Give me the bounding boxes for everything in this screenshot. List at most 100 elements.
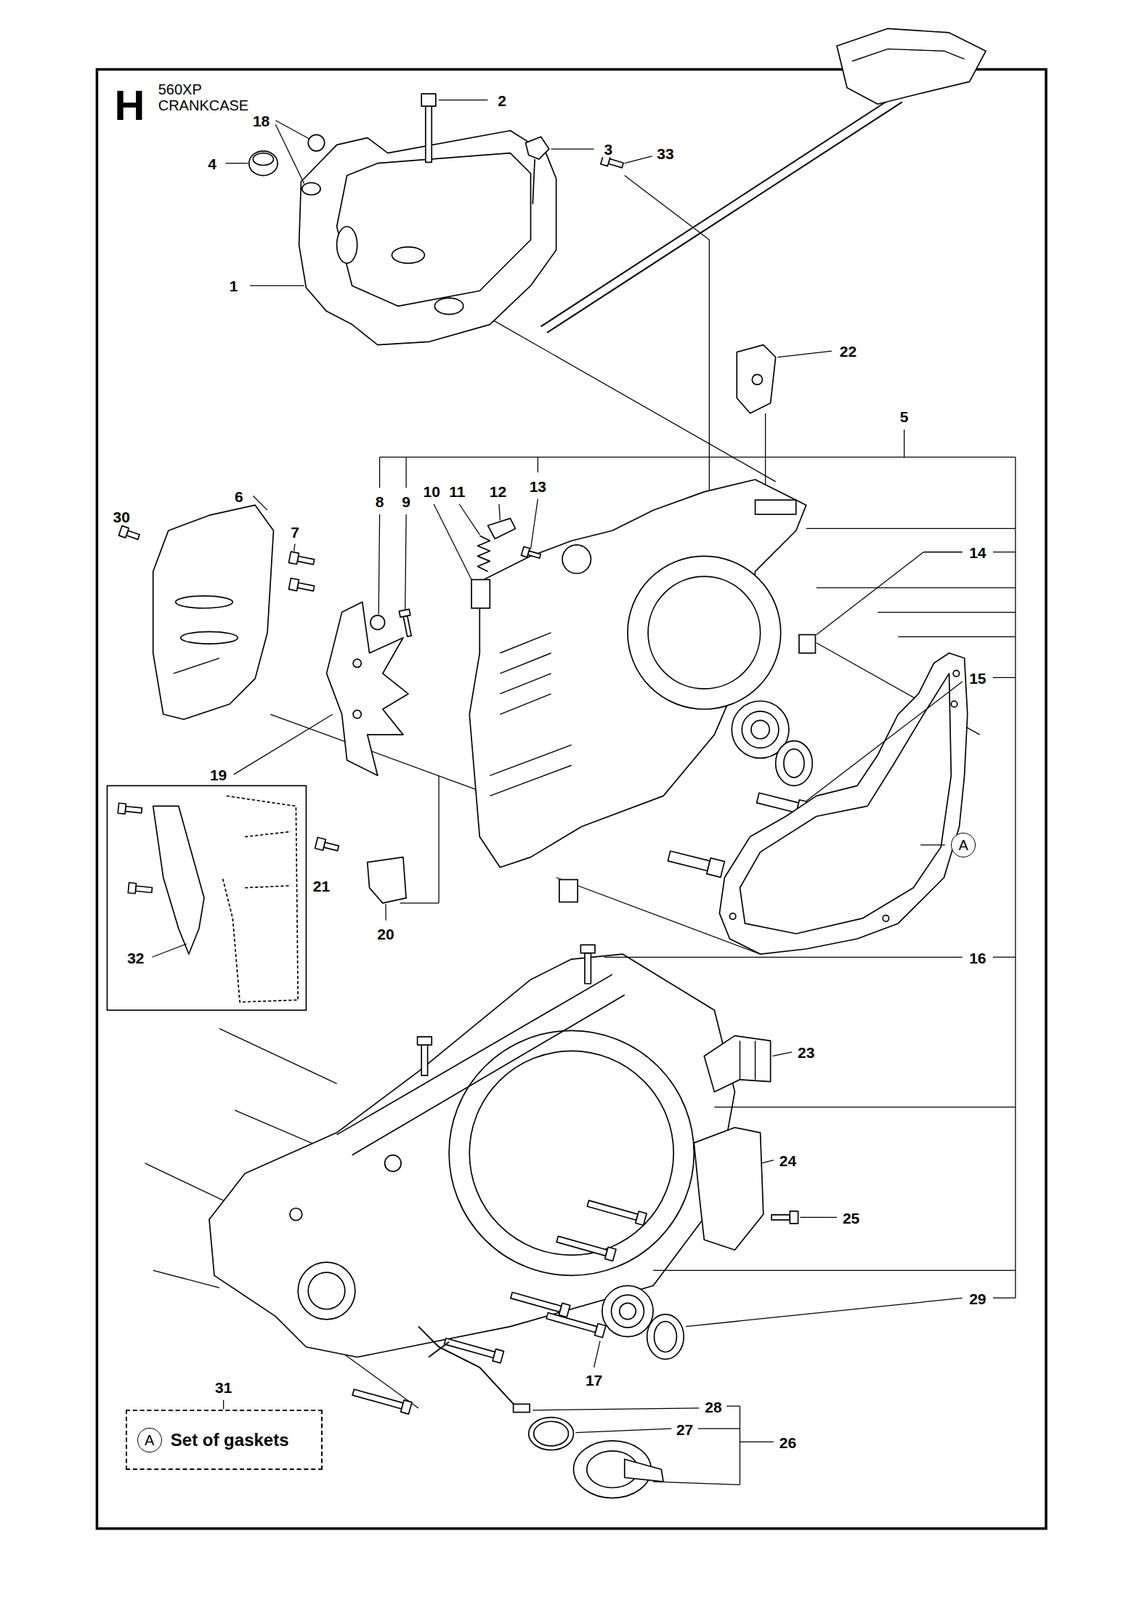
callout-number: 17	[584, 1371, 604, 1389]
callout-number: 25	[841, 1208, 861, 1226]
callout-number: 2	[496, 91, 508, 109]
leader-line	[799, 1216, 837, 1218]
crank-bore	[448, 1030, 694, 1275]
callout-number: 33	[655, 144, 675, 162]
gasket-inner	[739, 673, 951, 934]
leader-line	[223, 1399, 224, 1410]
bearing-bore	[751, 719, 770, 739]
leader-line	[249, 285, 304, 287]
section-letter: H	[114, 84, 145, 127]
leader-line	[252, 496, 268, 511]
lever	[488, 517, 516, 539]
crankcase-half	[209, 953, 735, 1358]
reference-circle: A	[950, 832, 976, 858]
bracket-hole	[751, 374, 763, 385]
callout-number: 30	[111, 507, 131, 525]
guard-slot	[180, 631, 239, 644]
leader-line	[499, 504, 500, 521]
callout-number: 12	[488, 482, 508, 500]
bolt	[594, 1323, 606, 1338]
screw	[297, 556, 314, 565]
grommet	[308, 134, 325, 151]
leader-line	[685, 1297, 963, 1326]
buffer	[703, 1035, 771, 1092]
callout-number: 13	[528, 477, 548, 494]
callout-number: 26	[778, 1434, 798, 1451]
fin	[499, 632, 551, 654]
reference-letter: A	[958, 837, 968, 853]
catcher-part	[367, 857, 407, 903]
leader-line	[816, 552, 925, 635]
hole	[385, 1155, 402, 1172]
screw	[789, 1211, 798, 1224]
screw	[297, 582, 314, 591]
screw	[288, 551, 299, 564]
leader-line	[594, 1340, 601, 1368]
gasket-hole	[882, 915, 889, 922]
crank-bore-inner	[469, 1050, 674, 1255]
o-ring	[528, 1417, 574, 1451]
leader-line	[714, 1106, 1015, 1108]
leader-line	[993, 551, 1016, 553]
stud	[756, 792, 800, 813]
screw	[425, 106, 432, 163]
callout-number: 9	[400, 492, 412, 510]
leader-line	[624, 156, 653, 164]
callout-number: 3	[602, 140, 614, 158]
inset-case-outline	[244, 831, 291, 837]
hole	[353, 658, 362, 667]
seal	[647, 1314, 685, 1360]
leader-line	[698, 1427, 741, 1429]
callout-number: 21	[311, 877, 332, 895]
plate	[153, 805, 205, 954]
callout-number: 28	[703, 1397, 723, 1415]
callout-number: 4	[206, 154, 218, 172]
guard-slot	[175, 595, 234, 609]
bolt	[605, 1246, 617, 1261]
callout-number: 7	[289, 523, 301, 540]
leader-line	[993, 1297, 1016, 1299]
crankcase-lug	[755, 499, 797, 515]
hole	[353, 709, 362, 718]
leader-line	[233, 714, 333, 775]
leader-line	[385, 903, 386, 920]
leader-line	[531, 499, 539, 550]
leader-line	[903, 429, 905, 457]
bolt	[444, 1338, 496, 1358]
bearing	[602, 1285, 654, 1336]
screw	[135, 885, 152, 893]
callout-number: 5	[898, 408, 911, 425]
screw	[520, 546, 530, 558]
handle-logo-part	[836, 28, 986, 104]
rod	[547, 101, 903, 332]
reference-circle: A	[137, 1427, 163, 1453]
pin	[398, 608, 410, 617]
seal-inner	[783, 748, 805, 778]
screw	[118, 525, 129, 539]
opening-inner	[308, 1272, 346, 1310]
bolt	[492, 1349, 504, 1363]
leader-line	[877, 611, 1016, 613]
wire	[418, 1326, 516, 1407]
stud	[706, 857, 726, 878]
leader-line	[993, 677, 1016, 678]
note-text: Set of gaskets	[170, 1429, 290, 1451]
fin	[489, 764, 571, 796]
bracket-part	[736, 345, 776, 414]
callout-number: 27	[674, 1420, 695, 1437]
fin	[489, 744, 571, 776]
leader-line	[772, 1051, 792, 1057]
reference-letter: A	[144, 1432, 155, 1448]
leader-line	[726, 1405, 740, 1407]
sleeve	[559, 879, 578, 903]
nut	[370, 615, 386, 630]
o-ring-inner	[533, 1420, 569, 1446]
bolt	[635, 1211, 647, 1225]
callout-number: 23	[796, 1043, 816, 1061]
callout-number: 22	[838, 342, 858, 360]
gasket-set-box: Set of gaskets A	[125, 1409, 323, 1470]
screw	[117, 802, 126, 814]
callout-number: 16	[967, 948, 988, 966]
